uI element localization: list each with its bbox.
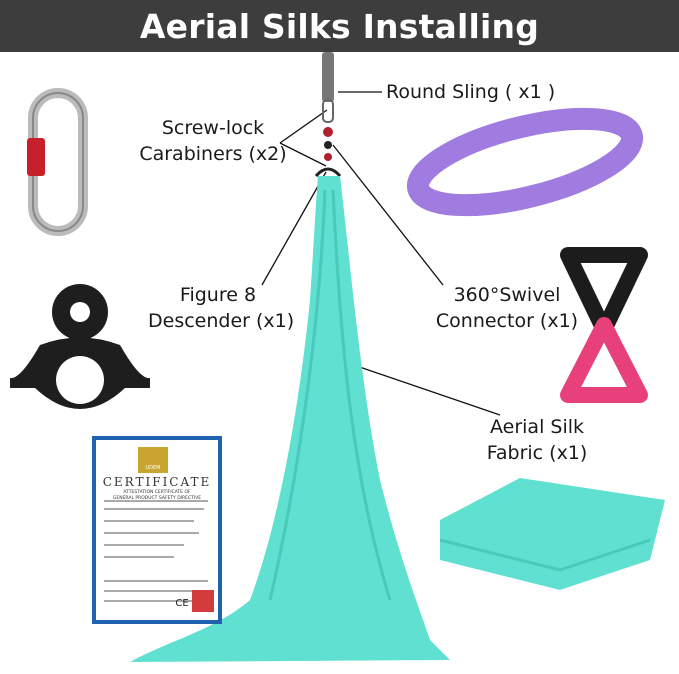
label-carabiners: Screw-lock Carabiners (x2) [138, 115, 288, 167]
title-banner: Aerial Silks Installing [0, 0, 679, 52]
figure-8-descender-image [10, 284, 150, 409]
certificate-heading: CERTIFICATE [103, 475, 212, 489]
round-sling-image [406, 107, 644, 217]
label-text: Connector (x1) [435, 310, 579, 332]
certificate-logo-text: UDEM [146, 465, 161, 471]
label-text: Screw-lock [161, 117, 265, 139]
label-round-sling: Round Sling ( x1 ) [386, 79, 555, 105]
hanging-hardware [314, 52, 342, 178]
label-figure-8-descender: Figure 8 Descender (x1) [148, 282, 295, 334]
label-text: Descender (x1) [148, 310, 295, 332]
leader-lines [261, 91, 501, 416]
label-text: 360°Swivel [453, 284, 561, 306]
label-text: Fabric (x1) [486, 442, 588, 464]
certificate-image [92, 436, 222, 624]
aerial-silk-fabric [130, 176, 450, 662]
label-aerial-silk-fabric: Aerial Silk Fabric (x1) [472, 414, 602, 466]
folded-silk [439, 478, 665, 590]
certificate-subheading-2: GENERAL PRODUCT SAFETY DIRECTIVE [113, 495, 201, 501]
label-swivel-connector: 360°Swivel Connector (x1) [432, 282, 582, 334]
page-title: Aerial Silks Installing [139, 6, 540, 46]
label-text: Aerial Silk [489, 416, 585, 438]
label-text: Round Sling ( x1 ) [386, 81, 556, 103]
certificate-subheading-1: ATTESTATION CERTIFICATE OF [123, 489, 191, 495]
label-text: Figure 8 [179, 284, 257, 306]
ce-mark: CE [175, 598, 188, 609]
label-text: Carabiners (x2) [139, 143, 287, 165]
swivel-connector-image [560, 247, 648, 403]
carabiner-image [27, 88, 88, 236]
